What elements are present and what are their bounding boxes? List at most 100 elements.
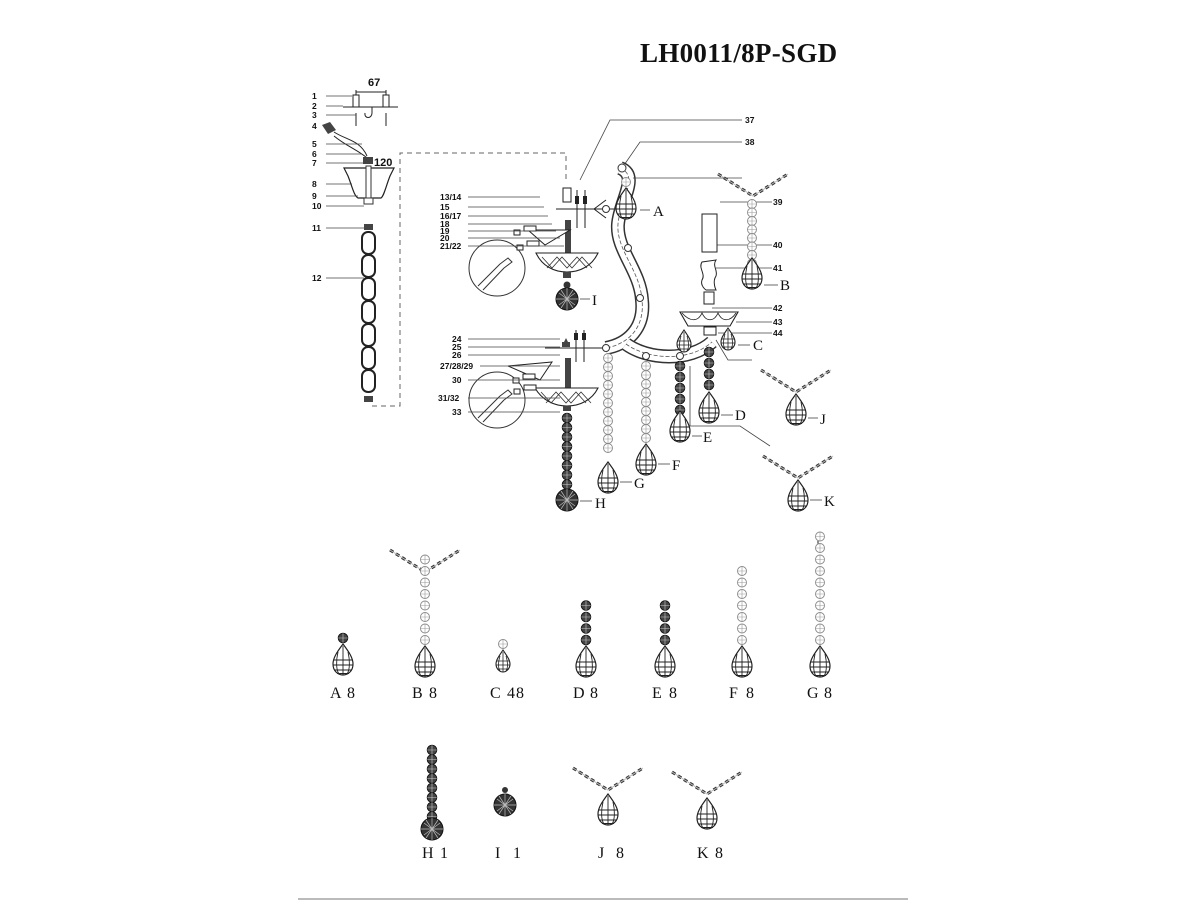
part-letter: D bbox=[573, 685, 586, 702]
pendant-B bbox=[741, 257, 763, 290]
clear-bead bbox=[815, 577, 825, 588]
callout-3: 3 bbox=[312, 110, 317, 120]
part-qty: 1 bbox=[513, 845, 522, 862]
dark-bead bbox=[561, 469, 573, 481]
clear-bead bbox=[737, 589, 747, 599]
clear-bead bbox=[815, 623, 825, 634]
part-letter: K bbox=[697, 845, 710, 862]
chain-link bbox=[361, 346, 376, 370]
clear-bead bbox=[641, 361, 651, 371]
callout-42: 42 bbox=[773, 303, 783, 313]
pendant-label-I: I bbox=[592, 293, 597, 309]
callout-13-14: 13/14 bbox=[440, 192, 462, 202]
clear-bead bbox=[420, 554, 430, 565]
dark-bead bbox=[674, 371, 686, 383]
dark-bead bbox=[703, 357, 715, 369]
clear-bead bbox=[641, 415, 651, 425]
pendant-label-G: G bbox=[634, 476, 645, 492]
dark-bead bbox=[426, 801, 438, 813]
clear-bead bbox=[737, 600, 747, 611]
part-letter: E bbox=[652, 685, 663, 702]
part-letter: B bbox=[412, 685, 424, 702]
pendant-label-D: D bbox=[735, 408, 746, 424]
dark-bead bbox=[580, 600, 592, 611]
clear-bead bbox=[641, 406, 651, 416]
dark-bead bbox=[561, 422, 573, 433]
crystal-ball bbox=[420, 817, 444, 841]
clear-bead bbox=[420, 612, 430, 622]
dark-bead bbox=[426, 744, 438, 756]
clear-bead bbox=[737, 566, 747, 576]
crystal-drop bbox=[414, 645, 436, 678]
dark-bead bbox=[426, 773, 438, 784]
dark-bead bbox=[561, 412, 573, 424]
callout-4: 4 bbox=[312, 121, 317, 131]
clear-bead bbox=[815, 635, 825, 645]
clear-bead bbox=[420, 566, 430, 576]
part-letter: J bbox=[598, 845, 605, 862]
v-chain bbox=[571, 766, 645, 792]
chain-link bbox=[361, 231, 376, 255]
callout-40: 40 bbox=[773, 240, 783, 250]
clear-bead bbox=[747, 216, 757, 226]
clear-bead bbox=[747, 199, 757, 209]
part-letter: H bbox=[422, 845, 435, 862]
crystal-drop bbox=[575, 645, 597, 678]
clear-bead bbox=[815, 554, 825, 565]
callout-39: 39 bbox=[773, 197, 783, 207]
clear-bead bbox=[737, 612, 747, 622]
clear-bead bbox=[603, 398, 613, 408]
crystal-drop bbox=[332, 643, 354, 676]
part-letter: C bbox=[490, 685, 502, 702]
clear-bead bbox=[747, 233, 757, 243]
clear-bead bbox=[603, 416, 613, 426]
part-qty: 8 bbox=[429, 685, 438, 702]
clear-bead bbox=[737, 635, 747, 645]
callout-11: 11 bbox=[312, 223, 321, 233]
clear-bead bbox=[603, 380, 613, 390]
v-chain-B bbox=[716, 172, 790, 198]
crystal-ball bbox=[493, 793, 517, 817]
clear-bead bbox=[420, 600, 430, 611]
clear-bead bbox=[737, 577, 747, 588]
callout-16-17: 16/17 bbox=[440, 211, 462, 221]
chain-link bbox=[361, 323, 376, 347]
callout-27-28-29: 27/28/29 bbox=[440, 361, 473, 371]
pendant-D bbox=[698, 391, 720, 424]
callout-24: 24 bbox=[452, 334, 462, 344]
clear-bead bbox=[815, 566, 825, 576]
callout-12: 12 bbox=[312, 273, 322, 283]
callout-43: 43 bbox=[773, 317, 783, 327]
callout-31-32: 31/32 bbox=[438, 393, 460, 403]
pendant-label-K: K bbox=[824, 494, 835, 510]
lower-arm-assembly: H bbox=[468, 330, 606, 512]
clear-bead bbox=[641, 388, 651, 398]
dark-bead bbox=[703, 379, 715, 391]
pendant-G bbox=[597, 461, 619, 494]
clear-bead bbox=[815, 531, 825, 542]
crystal-drop bbox=[809, 645, 831, 678]
crystal-drop bbox=[597, 793, 619, 826]
part-letter: I bbox=[495, 845, 501, 862]
callout-8: 8 bbox=[312, 179, 317, 189]
chain-link bbox=[361, 277, 376, 301]
pendant-label-J: J bbox=[820, 412, 826, 428]
callout-2: 2 bbox=[312, 101, 317, 111]
clear-bead bbox=[641, 433, 651, 443]
clear-bead bbox=[747, 207, 757, 218]
dark-bead bbox=[426, 782, 438, 794]
part-letter: A bbox=[330, 685, 343, 702]
callout-19: 19 bbox=[440, 226, 450, 236]
dark-bead bbox=[426, 763, 438, 775]
dark-bead bbox=[580, 634, 592, 646]
clear-bead bbox=[747, 224, 757, 235]
clear-bead bbox=[603, 371, 613, 381]
dark-bead bbox=[561, 431, 573, 443]
clear-bead bbox=[498, 639, 508, 649]
